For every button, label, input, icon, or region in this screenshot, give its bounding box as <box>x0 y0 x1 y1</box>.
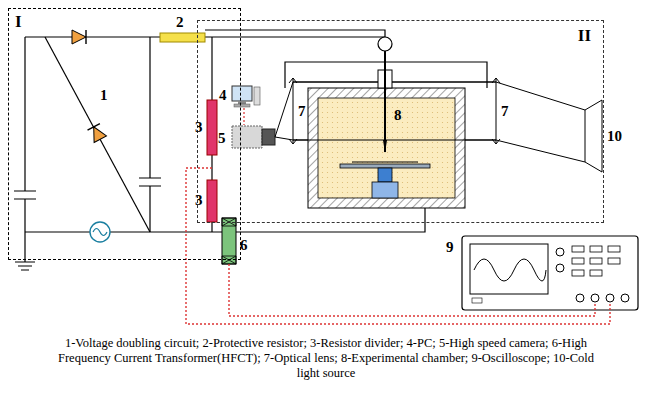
callout-number: 9 <box>446 240 454 255</box>
callout-number: 10 <box>607 129 622 144</box>
callout-number: 2 <box>176 15 184 30</box>
figure-caption: 1-Voltage doubling circuit; 2-Protective… <box>52 336 600 381</box>
diode-symbol <box>72 30 86 44</box>
region-label: II <box>578 27 591 44</box>
pc-icon <box>232 86 260 107</box>
callout-number: 3 <box>195 193 203 208</box>
callout-number: 3 <box>195 120 203 135</box>
callout-number: 8 <box>394 108 402 123</box>
ground-symbol <box>15 232 35 270</box>
callout-number: 7 <box>298 104 306 119</box>
experimental-chamber <box>285 51 496 208</box>
resistor-symbol <box>207 180 217 222</box>
callout-number: 7 <box>501 104 509 119</box>
resistor-symbol <box>160 33 205 42</box>
signal-cable <box>186 168 610 324</box>
callout-number: 6 <box>240 238 248 253</box>
wire <box>45 37 150 232</box>
callout-number: 4 <box>219 88 227 103</box>
hfct-symbol <box>222 218 236 264</box>
callout-number: 5 <box>218 131 226 146</box>
bushing-symbol <box>378 37 392 51</box>
signal-cable <box>229 264 595 316</box>
light-source <box>585 100 602 172</box>
diode-symbol <box>88 124 107 143</box>
callout-number: 1 <box>100 88 108 103</box>
oscilloscope-icon <box>462 236 638 310</box>
resistor-symbol <box>207 100 217 155</box>
ac-source <box>90 222 110 242</box>
region-label: I <box>15 13 22 30</box>
capacitor-symbol <box>14 37 36 232</box>
capacitor-symbol <box>139 37 161 232</box>
camera-icon <box>232 126 275 148</box>
